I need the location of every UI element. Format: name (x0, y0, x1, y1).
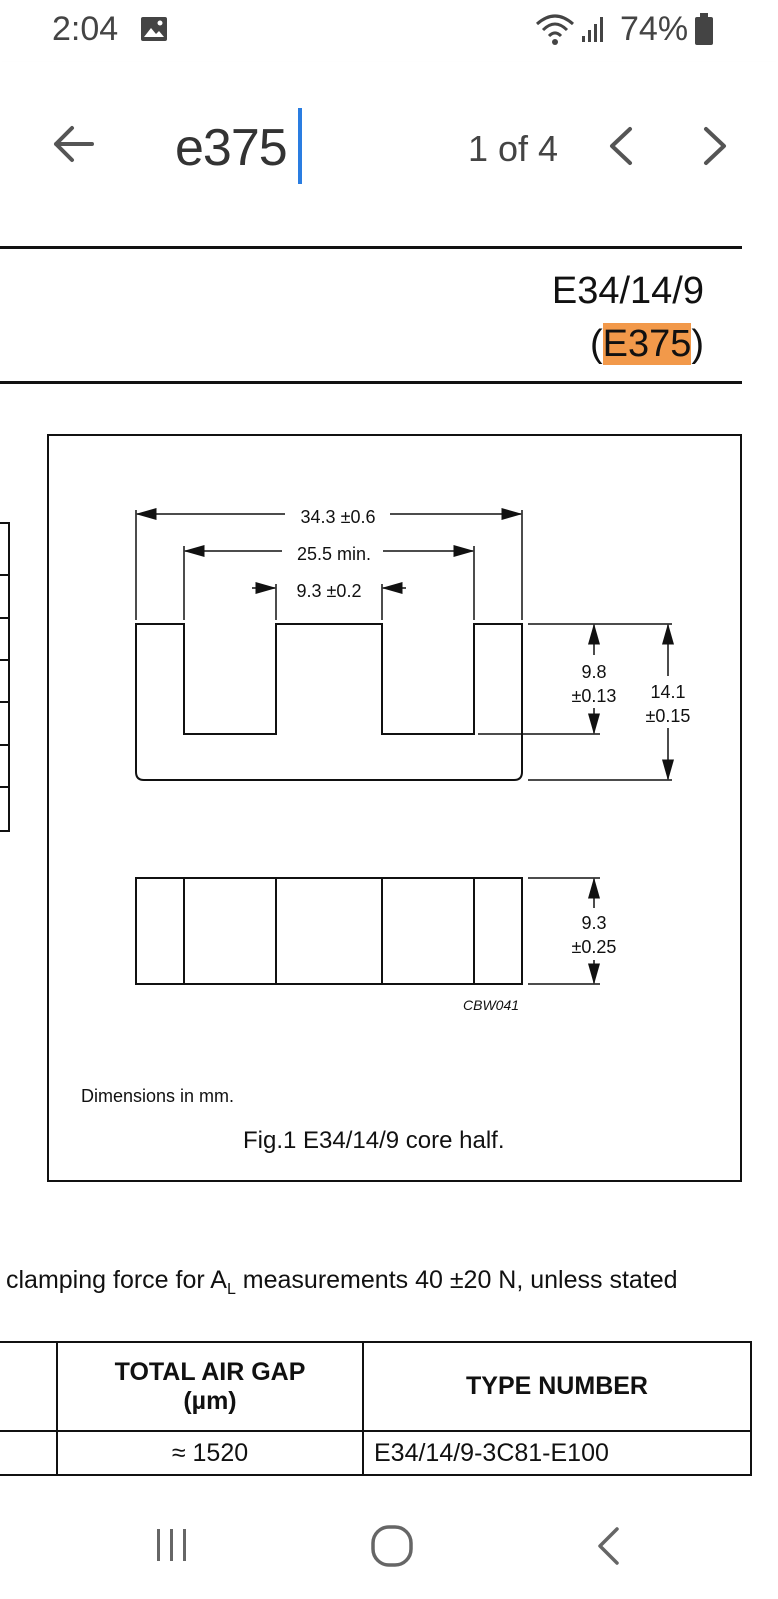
table-row: ≈ 1520 E34/14/9-3C81-E100 (0, 1430, 752, 1476)
fragment-rule (0, 701, 8, 703)
clamping-prefix: clamping force for A (6, 1266, 227, 1294)
status-time: 2:04 (52, 10, 119, 48)
find-in-page-bar (0, 62, 778, 237)
status-bar: 2:04 74% (0, 0, 778, 62)
text-cursor (298, 108, 302, 184)
fragment-rule (0, 786, 8, 788)
cropped-table-fragment (0, 522, 10, 832)
clamping-suffix: measurements 40 ±20 N, unless stated (235, 1266, 678, 1294)
document-title: E34/14/9 (551, 270, 704, 312)
header-rule-top (0, 246, 742, 249)
table-cell-blank (0, 1430, 58, 1476)
table-cell-type-number: E34/14/9-3C81-E100 (362, 1430, 752, 1476)
wifi-icon (536, 14, 574, 45)
dim-height-value: 14.1 (650, 682, 686, 702)
header-total-air-gap-label: TOTAL AIR GAP (114, 1357, 306, 1386)
chevron-left-icon[interactable] (604, 125, 636, 167)
image-icon (141, 17, 167, 41)
battery-percentage: 74% (620, 10, 689, 48)
chevron-right-icon[interactable] (700, 125, 732, 167)
fragment-rule (0, 617, 8, 619)
match-count: 1 of 4 (468, 128, 559, 169)
dim-height-tolerance: ±0.15 (645, 706, 691, 726)
table-cell-air-gap: ≈ 1520 (56, 1430, 364, 1476)
document-subtitle: (E375) (590, 323, 704, 366)
dim-thickness: 9.3 ±0.25 (560, 911, 628, 959)
header-total-air-gap: TOTAL AIR GAP (µm) (56, 1341, 364, 1432)
dim-window-depth: 9.8 ±0.13 (560, 660, 628, 708)
figure-code: CBW041 (463, 997, 520, 1013)
signal-icon (582, 17, 603, 42)
table-header-row: TOTAL AIR GAP (µm) TYPE NUMBER (0, 1341, 752, 1432)
fragment-rule (0, 744, 8, 746)
spec-table: TOTAL AIR GAP (µm) TYPE NUMBER ≈ 1520 E3… (0, 1341, 752, 1476)
dim-height: 14.1 ±0.15 (634, 680, 702, 728)
find-input[interactable]: e375 (175, 119, 288, 177)
dim-center-leg: 9.3 ±0.2 (296, 581, 362, 601)
dim-window-depth-tolerance: ±0.13 (571, 686, 617, 706)
fragment-rule (0, 659, 8, 661)
figure-caption: Fig.1 E34/14/9 core half. (243, 1127, 505, 1154)
dim-inner-width: 25.5 min. (296, 544, 372, 564)
clamping-force-text: clamping force for AL measurements 40 ±2… (6, 1266, 678, 1299)
header-rule-bottom (0, 381, 742, 384)
battery-icon (695, 13, 713, 45)
pdf-page (0, 237, 778, 1485)
header-type-number: TYPE NUMBER (362, 1341, 752, 1432)
subtitle-close-paren: ) (691, 323, 704, 365)
back-icon[interactable] (595, 1526, 621, 1566)
dim-overall-width: 34.3 ±0.6 (300, 507, 376, 527)
navigation-bar (0, 1485, 778, 1599)
header-cell-blank (0, 1341, 58, 1432)
dim-thickness-tolerance: ±0.25 (571, 937, 617, 957)
figure-note: Dimensions in mm. (81, 1086, 235, 1106)
search-match-highlight[interactable]: E375 (602, 323, 692, 365)
back-arrow-icon[interactable] (50, 123, 96, 165)
fragment-rule (0, 522, 8, 524)
fragment-rule (0, 574, 8, 576)
fragment-rule (0, 830, 8, 832)
home-icon[interactable] (370, 1524, 414, 1568)
dim-thickness-value: 9.3 (581, 913, 607, 933)
dim-window-depth-value: 9.8 (581, 662, 607, 682)
recents-icon[interactable] (154, 1527, 190, 1563)
subtitle-open-paren: ( (589, 323, 603, 365)
clamping-subscript: L (226, 1281, 236, 1298)
header-total-air-gap-unit: (µm) (183, 1386, 237, 1415)
figure-frame (47, 434, 742, 1182)
